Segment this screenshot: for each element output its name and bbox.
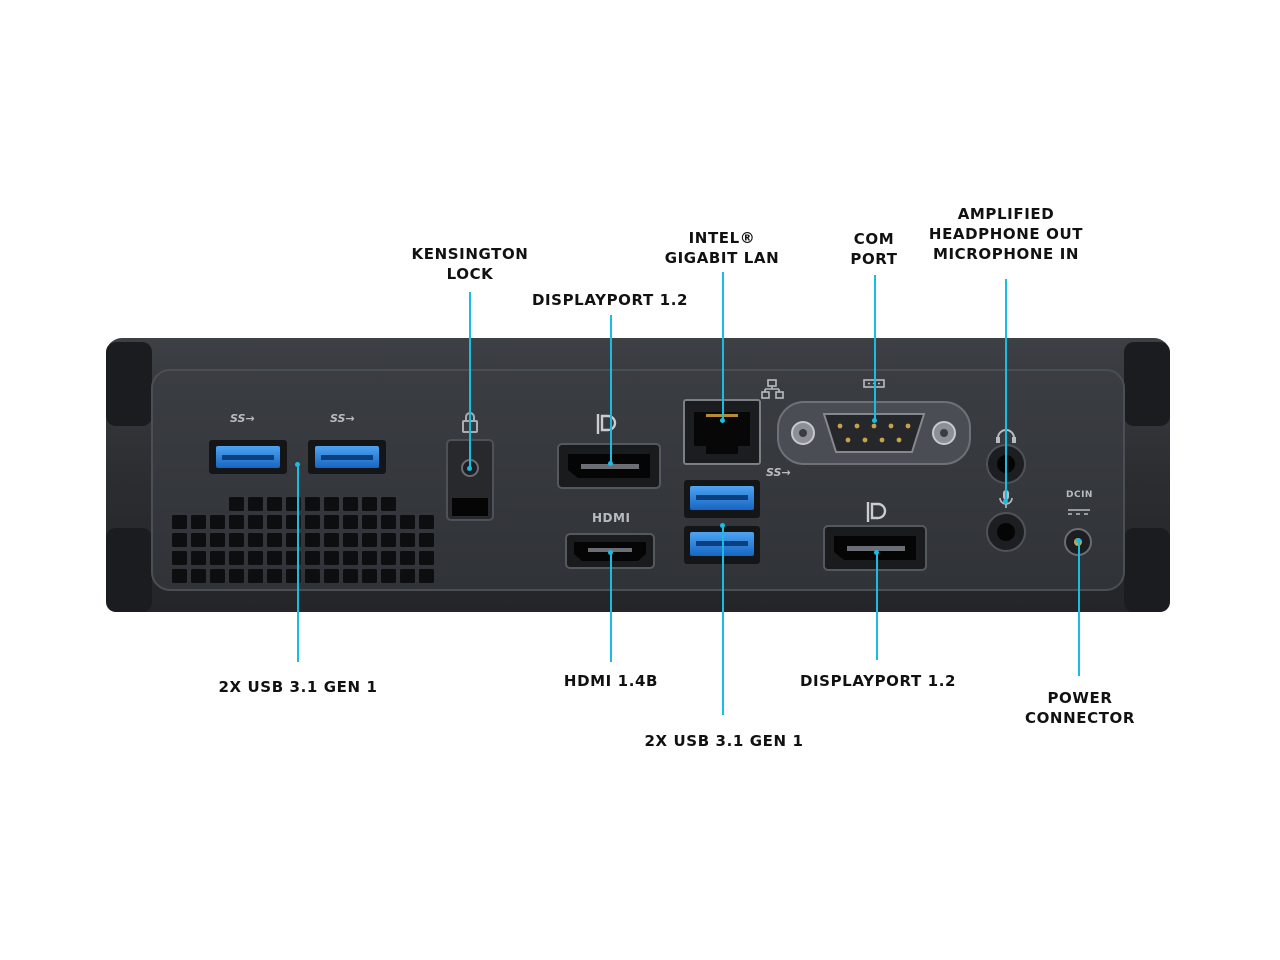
vent-hole	[305, 515, 320, 529]
vent-hole	[267, 551, 282, 565]
bumper-top-left	[106, 342, 152, 426]
vent-hole	[381, 569, 396, 583]
vent-hole	[305, 551, 320, 565]
vent-hole	[305, 569, 320, 583]
vent-hole	[362, 497, 377, 511]
superspeed-usb-icon: SS→	[230, 412, 255, 425]
leader-displayport-top	[610, 315, 612, 463]
label-displayport-top: DISPLAYPORT 1.2	[531, 291, 689, 309]
vent-hole	[400, 551, 415, 565]
vent-hole	[324, 497, 339, 511]
vent-hole	[419, 515, 434, 529]
leader-lan	[722, 272, 724, 420]
vent-hole	[248, 551, 263, 565]
label-com-port: COM PORT	[850, 230, 898, 268]
vent-hole	[267, 569, 282, 583]
leader-com	[874, 275, 876, 420]
vent-hole	[172, 515, 187, 529]
leader-usb-left	[297, 464, 299, 662]
mini-pc-rear-panel	[106, 338, 1170, 612]
vent-hole	[210, 551, 225, 565]
leader-kensington	[469, 292, 471, 468]
leader-usb-center	[722, 525, 724, 715]
vent-hole	[210, 569, 225, 583]
vent-hole	[400, 515, 415, 529]
vent-hole	[172, 569, 187, 583]
vent-hole	[229, 533, 244, 547]
vent-hole	[248, 515, 263, 529]
vent-hole	[324, 551, 339, 565]
vent-hole	[248, 533, 263, 547]
superspeed-usb-icon: SS→	[330, 412, 355, 425]
dcin-marking: DCIN	[1066, 490, 1093, 500]
label-hdmi: HDMI 1.4B	[563, 672, 659, 690]
vent-hole	[419, 551, 434, 565]
vent-hole	[191, 569, 206, 583]
vent-hole	[267, 497, 282, 511]
vent-hole	[343, 497, 358, 511]
vent-hole	[172, 551, 187, 565]
vent-hole	[248, 569, 263, 583]
vent-hole	[324, 569, 339, 583]
vent-hole	[400, 569, 415, 583]
vent-hole	[305, 533, 320, 547]
vent-hole	[191, 551, 206, 565]
vent-hole	[324, 533, 339, 547]
vent-hole	[362, 515, 377, 529]
vent-hole	[210, 533, 225, 547]
vent-hole	[381, 551, 396, 565]
vent-hole	[210, 515, 225, 529]
vent-hole	[229, 569, 244, 583]
vent-hole	[267, 533, 282, 547]
hdmi-marking: HDMI	[592, 511, 631, 525]
vent-hole	[343, 569, 358, 583]
vent-hole	[191, 533, 206, 547]
label-usb-left: 2X USB 3.1 GEN 1	[218, 678, 378, 696]
label-usb-center: 2X USB 3.1 GEN 1	[644, 732, 804, 750]
label-gigabit-lan: INTEL® GIGABIT LAN	[664, 229, 780, 267]
leader-hdmi	[610, 552, 612, 662]
vent-hole	[400, 533, 415, 547]
vent-hole	[229, 551, 244, 565]
vent-hole	[362, 533, 377, 547]
vent-hole	[267, 515, 282, 529]
vent-hole	[305, 497, 320, 511]
vent-hole	[229, 515, 244, 529]
vent-hole	[343, 515, 358, 529]
superspeed-usb-icon: SS→	[766, 466, 791, 479]
vent-hole	[248, 497, 263, 511]
label-displayport-bottom: DISPLAYPORT 1.2	[799, 672, 957, 690]
leader-displayport-bottom	[876, 552, 878, 660]
vent-hole	[362, 569, 377, 583]
label-kensington-lock: KENSINGTON LOCK	[411, 245, 529, 283]
vent-hole	[419, 533, 434, 547]
vent-hole	[229, 497, 244, 511]
vent-hole	[381, 515, 396, 529]
vent-hole	[419, 569, 434, 583]
vent-hole	[381, 497, 396, 511]
vent-hole	[343, 533, 358, 547]
vent-hole	[362, 551, 377, 565]
label-audio: AMPLIFIED HEADPHONE OUT MICROPHONE IN	[928, 205, 1084, 263]
vent-hole	[324, 515, 339, 529]
leader-audio	[1005, 279, 1007, 501]
vent-hole	[172, 533, 187, 547]
vent-hole	[343, 551, 358, 565]
leader-power	[1078, 540, 1080, 676]
vent-hole	[191, 515, 206, 529]
label-power-connector: POWER CONNECTOR	[1024, 689, 1136, 727]
vent-hole	[381, 533, 396, 547]
